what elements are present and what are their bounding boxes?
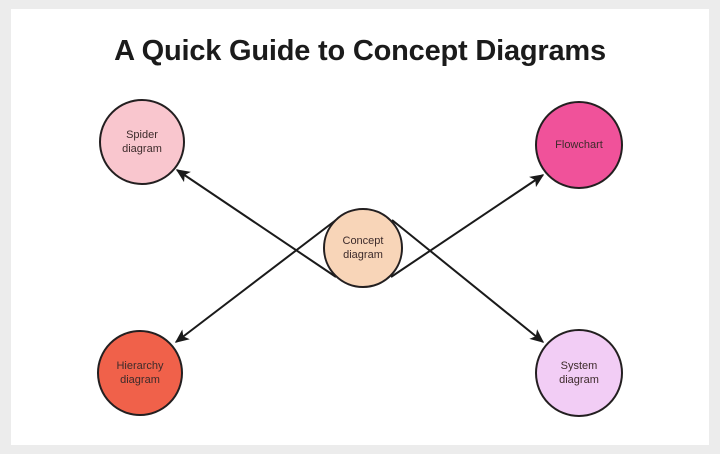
hierarchy-node-label: diagram	[120, 374, 160, 386]
hierarchy-node[interactable]: Hierarchy diagram	[97, 330, 183, 416]
concept-node-label: Concept	[342, 235, 384, 247]
system-node[interactable]: System diagram	[535, 329, 623, 417]
page-title: A Quick Guide to Concept Diagrams	[114, 35, 606, 67]
spider-node-label: diagram	[122, 143, 162, 155]
edge-concept-to-system[interactable]	[391, 219, 545, 343]
system-node-label: System	[560, 360, 598, 372]
flowchart-node-label: Flowchart	[555, 139, 603, 151]
edge-concept-to-flowchart[interactable]	[390, 174, 545, 278]
concept-node[interactable]: Concept diagram	[323, 208, 403, 288]
system-node-label: diagram	[559, 374, 599, 386]
edge-concept-to-spider[interactable]	[175, 169, 337, 278]
connector-layer	[174, 169, 545, 343]
diagram-canvas[interactable]: A Quick Guide to Concept Diagrams Concep…	[11, 9, 709, 445]
hierarchy-node-label: Hierarchy	[116, 360, 164, 372]
flowchart-node[interactable]: Flowchart	[535, 101, 623, 189]
edge-concept-to-hierarchy[interactable]	[174, 219, 337, 343]
spider-node[interactable]: Spider diagram	[99, 99, 185, 185]
spider-node-label: Spider	[126, 129, 158, 141]
concept-node-label: diagram	[343, 249, 383, 261]
